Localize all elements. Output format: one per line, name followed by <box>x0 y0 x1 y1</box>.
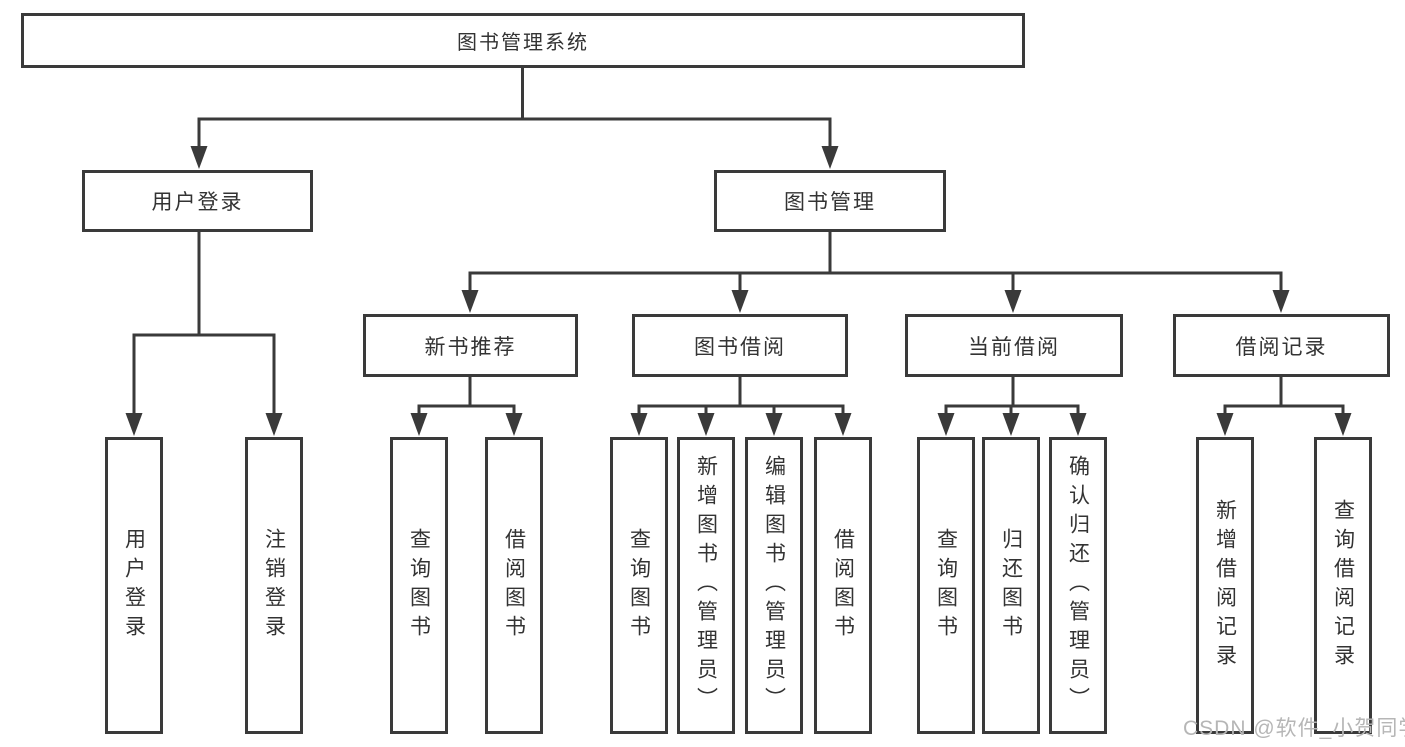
csdn-watermark: CSDN @软件_小贺同学 <box>1183 717 1405 740</box>
node-borrow-books-leaf: 借阅图书 <box>814 437 872 734</box>
arrowhead-icon <box>1216 413 1234 436</box>
arrowhead-icon <box>1272 290 1290 313</box>
arrowhead-icon <box>697 413 715 436</box>
arrowhead-icon <box>821 146 839 169</box>
node-label: 用户登录 <box>122 527 146 644</box>
arrowhead-icon <box>765 413 783 436</box>
node-label: 图书管理 <box>784 191 876 214</box>
arrowhead-icon <box>731 290 749 313</box>
node-label: 借阅图书 <box>502 527 526 644</box>
node-return-book: 归还图书 <box>982 437 1040 734</box>
arrowhead-icon <box>505 413 523 436</box>
arrowhead-icon <box>1334 413 1352 436</box>
node-edit-book-admin: 编辑图书（管理员） <box>745 437 803 734</box>
node-query-books-recommend: 查询图书 <box>390 437 448 734</box>
node-library-management-system: 图书管理系统 <box>21 13 1025 68</box>
node-current-borrowing: 当前借阅 <box>905 314 1123 377</box>
node-add-borrow-record: 新增借阅记录 <box>1196 437 1254 734</box>
node-book-borrowing: 图书借阅 <box>632 314 848 377</box>
node-query-books-current: 查询图书 <box>917 437 975 734</box>
node-label: 查询图书 <box>407 527 431 644</box>
node-label: 新增借阅记录 <box>1213 498 1237 673</box>
arrowhead-icon <box>190 146 208 169</box>
node-label: 新增图书（管理员） <box>694 455 718 716</box>
node-query-borrow-record: 查询借阅记录 <box>1314 437 1372 734</box>
node-label: 编辑图书（管理员） <box>762 455 786 716</box>
node-label: 查询借阅记录 <box>1331 498 1355 673</box>
node-label: 注销登录 <box>262 527 286 644</box>
arrowhead-icon <box>1004 290 1022 313</box>
node-add-book-admin: 新增图书（管理员） <box>677 437 735 734</box>
node-confirm-return-admin: 确认归还（管理员） <box>1049 437 1107 734</box>
node-logout: 注销登录 <box>245 437 303 734</box>
arrowhead-icon <box>1069 413 1087 436</box>
arrowhead-icon <box>265 413 283 436</box>
node-user-login-leaf: 用户登录 <box>105 437 163 734</box>
arrowhead-icon <box>937 413 955 436</box>
node-borrowing-records: 借阅记录 <box>1173 314 1390 377</box>
node-label: 新书推荐 <box>424 335 517 359</box>
node-borrow-books-recommend: 借阅图书 <box>485 437 543 734</box>
node-label: 查询图书 <box>934 527 958 644</box>
arrowhead-icon <box>461 290 479 313</box>
node-label: 当前借阅 <box>968 335 1060 359</box>
arrowhead-icon <box>410 413 428 436</box>
node-new-book-recommendation: 新书推荐 <box>363 314 578 377</box>
arrowhead-icon <box>1002 413 1020 436</box>
node-label: 用户登录 <box>151 191 244 214</box>
arrowhead-icon <box>630 413 648 436</box>
node-user-login: 用户登录 <box>82 170 313 232</box>
node-label: 查询图书 <box>627 527 651 644</box>
node-label: 图书借阅 <box>694 335 786 359</box>
node-book-management: 图书管理 <box>714 170 946 232</box>
node-label: 归还图书 <box>999 527 1023 644</box>
node-query-books-borrowing: 查询图书 <box>610 437 668 734</box>
node-label: 图书管理系统 <box>457 32 589 54</box>
node-label: 借阅图书 <box>831 527 855 644</box>
arrowheads-group <box>125 146 1352 436</box>
arrowhead-icon <box>834 413 852 436</box>
node-label: 借阅记录 <box>1235 335 1328 359</box>
arrowhead-icon <box>125 413 143 436</box>
node-label: 确认归还（管理员） <box>1066 455 1090 716</box>
